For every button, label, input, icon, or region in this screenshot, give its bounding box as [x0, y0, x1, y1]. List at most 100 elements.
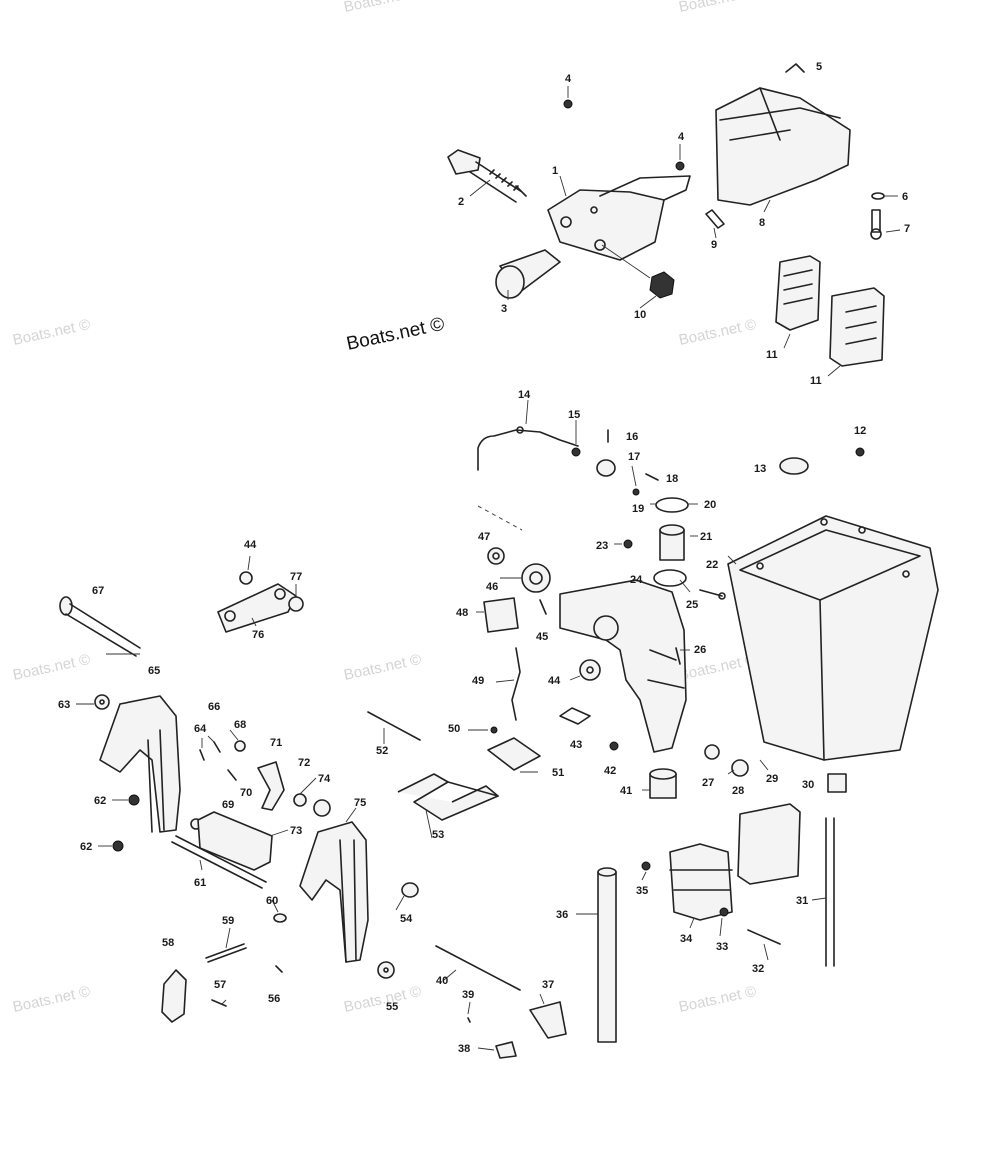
callout-26: 26: [694, 644, 706, 656]
nut-4-upper: [563, 99, 573, 109]
nut-62-lower: [112, 840, 124, 852]
lever-71: [257, 761, 285, 811]
pin-52: [367, 711, 421, 741]
callout-11-left: 11: [766, 349, 778, 361]
callout-34: 34: [680, 933, 693, 945]
callout-51: 51: [552, 767, 564, 779]
pin-56: [275, 965, 283, 973]
callout-8: 8: [759, 217, 765, 229]
washer-47: [487, 547, 505, 565]
nut-35: [641, 861, 651, 871]
callout-45: 45: [536, 631, 548, 643]
callout-41: 41: [620, 785, 632, 797]
callout-19: 19: [632, 503, 644, 515]
cap-30: [827, 773, 847, 793]
clip-38: [495, 1041, 517, 1059]
callout-72: 72: [298, 757, 310, 769]
callout-33: 33: [716, 941, 728, 953]
grommet-13: [779, 457, 809, 475]
spring-49: [511, 647, 521, 721]
spring-14: [477, 426, 579, 471]
callout-35: 35: [636, 885, 648, 897]
tube-36: [597, 867, 617, 1043]
callout-42: 42: [604, 765, 616, 777]
pin-57: [211, 999, 227, 1007]
spring-59: [205, 943, 247, 963]
handle-53: [397, 773, 499, 821]
clamp-bracket-left: [99, 695, 181, 833]
pad-block: [737, 803, 801, 885]
bolt-67: [59, 596, 141, 657]
callout-50: 50: [448, 723, 460, 735]
callout-30: 30: [802, 779, 814, 791]
screw-7: [870, 209, 882, 240]
washer-55: [377, 961, 395, 979]
callout-6: 6: [902, 191, 908, 203]
callout-63: 63: [58, 699, 70, 711]
callout-17: 17: [628, 451, 640, 463]
callout-48: 48: [456, 607, 468, 619]
screw-25: [699, 589, 726, 600]
callout-76: 76: [252, 629, 264, 641]
callout-16: 16: [626, 431, 638, 443]
bracket-8: [715, 87, 851, 206]
bracket-34: [669, 843, 733, 921]
screw-66: [213, 741, 221, 753]
spacer-72: [293, 793, 307, 807]
watermark-text: Boats.net ©: [677, 316, 757, 349]
callout-40: 40: [436, 975, 448, 987]
callout-13: 13: [754, 463, 766, 475]
nut-50: [490, 726, 498, 734]
callout-66: 66: [208, 701, 220, 713]
washer-44-left: [239, 571, 253, 585]
callout-59: 59: [222, 915, 234, 927]
callout-44-left: 44: [244, 539, 257, 551]
sleeve-21: [659, 524, 685, 561]
nut-19: [632, 488, 640, 496]
watermark-main: Boats.net ©: [345, 314, 447, 355]
plate-58: [161, 969, 187, 1023]
watermark-text: Boats.net ©: [342, 0, 422, 16]
callout-31: 31: [796, 895, 808, 907]
pin-9: [705, 209, 725, 229]
plug-28: [731, 759, 749, 777]
callout-32: 32: [752, 963, 764, 975]
callout-77: 77: [290, 571, 302, 583]
callout-55: 55: [386, 1001, 398, 1013]
callout-68: 68: [234, 719, 246, 731]
washer-27: [704, 744, 720, 760]
bracket-37: [529, 1001, 567, 1039]
knob-74: [313, 799, 331, 817]
washer-6: [871, 192, 885, 200]
callout-64: 64: [194, 723, 207, 735]
callout-60: 60: [266, 895, 278, 907]
washer-23: [623, 539, 633, 549]
washer-15: [571, 447, 581, 457]
callout-24: 24: [630, 574, 643, 586]
clip-5: [785, 63, 805, 73]
callout-21: 21: [700, 531, 712, 543]
bushing-17: [596, 459, 616, 477]
plate-76: [217, 583, 297, 633]
washer-63: [94, 694, 110, 710]
pin-39: [467, 1017, 471, 1023]
callout-65: 65: [148, 665, 160, 677]
callout-62-upper: 62: [94, 795, 106, 807]
watermark-text: Boats.net ©: [342, 983, 422, 1016]
screw-70: [227, 769, 237, 781]
callout-36: 36: [556, 909, 568, 921]
nut-12: [855, 447, 865, 457]
callout-62-lower: 62: [80, 841, 92, 853]
callout-29: 29: [766, 773, 778, 785]
callout-75: 75: [354, 797, 366, 809]
callout-7: 7: [904, 223, 910, 235]
bolt-2: [447, 149, 527, 203]
washer-68: [234, 740, 246, 752]
callout-39: 39: [462, 989, 474, 1001]
clamp-24: [653, 569, 687, 587]
nut-10: [649, 271, 675, 299]
callout-69: 69: [222, 799, 234, 811]
clip-43: [559, 707, 591, 725]
callout-11-right: 11: [810, 375, 822, 387]
callout-4-lower: 4: [678, 131, 685, 143]
